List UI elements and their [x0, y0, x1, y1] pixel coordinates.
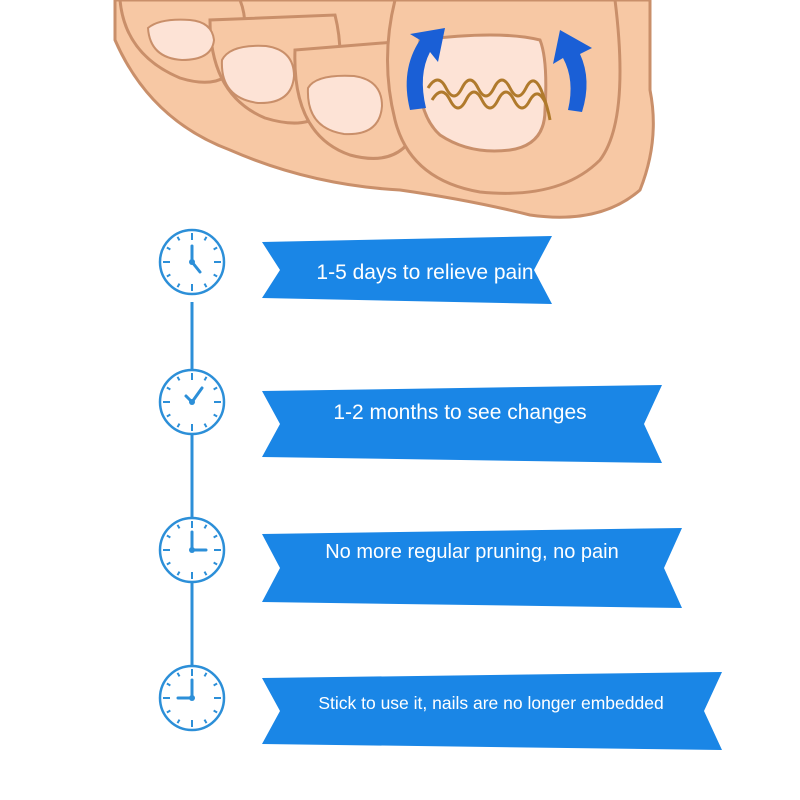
lift-arrow-icon [406, 28, 592, 112]
step-label: 1-2 months to see changes [333, 401, 587, 424]
clock-icon [158, 516, 226, 584]
timeline-step [158, 664, 722, 750]
nail-correction-spring-icon [426, 78, 552, 121]
timeline [158, 228, 722, 750]
step-label: No more regular pruning, no pain [325, 541, 619, 563]
timeline-step [158, 368, 662, 463]
step-label: Stick to use it, nails are no longer emb… [318, 693, 664, 713]
nail-middle [306, 74, 384, 136]
clock-icon [158, 228, 226, 296]
clock-icon [158, 664, 226, 732]
timeline-step [158, 516, 682, 608]
timeline-step [158, 228, 552, 304]
clock-icon [158, 368, 226, 436]
foot-illustration [113, 0, 655, 219]
nail-pinky [146, 18, 216, 62]
step-banner [262, 385, 662, 463]
step-banner [262, 236, 552, 304]
nail-fourth [220, 44, 296, 105]
step-banner [262, 672, 722, 750]
step-banner [262, 528, 682, 608]
step-label: 1-5 days to relieve pain [316, 261, 534, 284]
foot-toes-icon [113, 0, 655, 219]
